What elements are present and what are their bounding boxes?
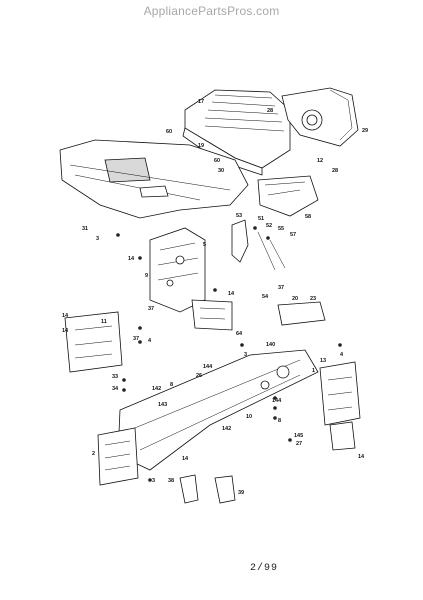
bracket-39-part	[214, 475, 236, 504]
callout-4b: 4	[340, 352, 344, 358]
callout-11: 11	[101, 319, 107, 325]
callout-19: 19	[198, 143, 204, 149]
callout-17: 17	[198, 99, 204, 105]
callout-14b: 14	[228, 291, 235, 297]
callout-31: 31	[82, 226, 88, 232]
callout-142: 142	[152, 386, 161, 392]
callout-34: 34	[112, 386, 119, 392]
link-rods	[257, 231, 286, 271]
callout-28: 28	[267, 108, 273, 114]
axle-bracket-part	[329, 421, 356, 451]
callout-52: 52	[266, 223, 272, 229]
shield-part	[257, 175, 319, 217]
fender-part	[59, 139, 249, 219]
callout-26: 26	[196, 373, 202, 379]
bracket-53-part	[231, 219, 249, 263]
callout-12: 12	[317, 158, 323, 164]
site-watermark: AppliancePartsPros.com	[143, 4, 280, 18]
callout-13: 13	[320, 358, 326, 364]
callout-3: 3	[96, 236, 99, 242]
callout-4: 4	[148, 338, 152, 344]
callout-14e: 14	[182, 456, 189, 462]
grille-part	[281, 87, 359, 147]
callout-14: 14	[128, 256, 135, 262]
callout-14c: 14	[62, 313, 69, 319]
fastener-set	[116, 226, 342, 482]
left-panel-part	[64, 311, 123, 373]
callout-39: 39	[238, 490, 244, 496]
callout-2: 2	[92, 451, 95, 457]
callout-33: 33	[112, 374, 118, 380]
callout-23: 23	[310, 296, 316, 302]
callout-58: 58	[305, 214, 311, 220]
hood-part	[182, 89, 291, 176]
callout-9: 9	[145, 273, 148, 279]
callout-8: 8	[170, 382, 173, 388]
callout-1: 1	[312, 368, 315, 374]
callout-14d: 14	[358, 454, 365, 460]
callout-55: 55	[278, 226, 284, 232]
date-code: 2/99	[250, 563, 279, 574]
bracket-38-part	[179, 474, 199, 504]
callout-57: 57	[290, 232, 296, 238]
dash-panel-part	[149, 227, 206, 313]
callout-10: 10	[246, 414, 252, 420]
main-frame-part	[117, 349, 319, 471]
callout-28b: 28	[332, 168, 338, 174]
callout-142b: 142	[222, 426, 231, 432]
callout-37: 37	[148, 306, 154, 312]
callout-labels: 17 28 60 19 60 30 29 12 28 31 3 58 53 51…	[62, 99, 368, 496]
callout-140: 140	[266, 342, 275, 348]
callout-27: 27	[296, 441, 302, 447]
callout-3b: 3	[244, 352, 247, 358]
callout-60: 60	[166, 129, 172, 135]
rear-plate-part	[97, 427, 139, 486]
callout-145: 145	[294, 433, 303, 439]
callout-37b: 37	[278, 285, 284, 291]
callout-30: 30	[218, 168, 224, 174]
callout-20: 20	[292, 296, 298, 302]
callout-38: 38	[168, 478, 174, 484]
callout-51: 51	[258, 216, 264, 222]
callout-14f: 14	[62, 328, 69, 334]
callout-144b: 144	[272, 398, 282, 404]
callout-53: 53	[236, 213, 242, 219]
callout-54: 54	[262, 294, 269, 300]
pedal-bracket-part	[277, 301, 326, 326]
callout-3c: 3	[152, 478, 155, 484]
callout-5: 5	[203, 242, 206, 248]
callout-143: 143	[158, 402, 167, 408]
callout-60b: 60	[214, 158, 220, 164]
callout-29: 29	[362, 128, 368, 134]
callout-144: 144	[203, 364, 213, 370]
battery-box-part	[191, 299, 233, 331]
callout-64: 64	[236, 331, 243, 337]
callout-37c: 37	[133, 336, 139, 342]
callout-8b: 8	[278, 418, 281, 424]
